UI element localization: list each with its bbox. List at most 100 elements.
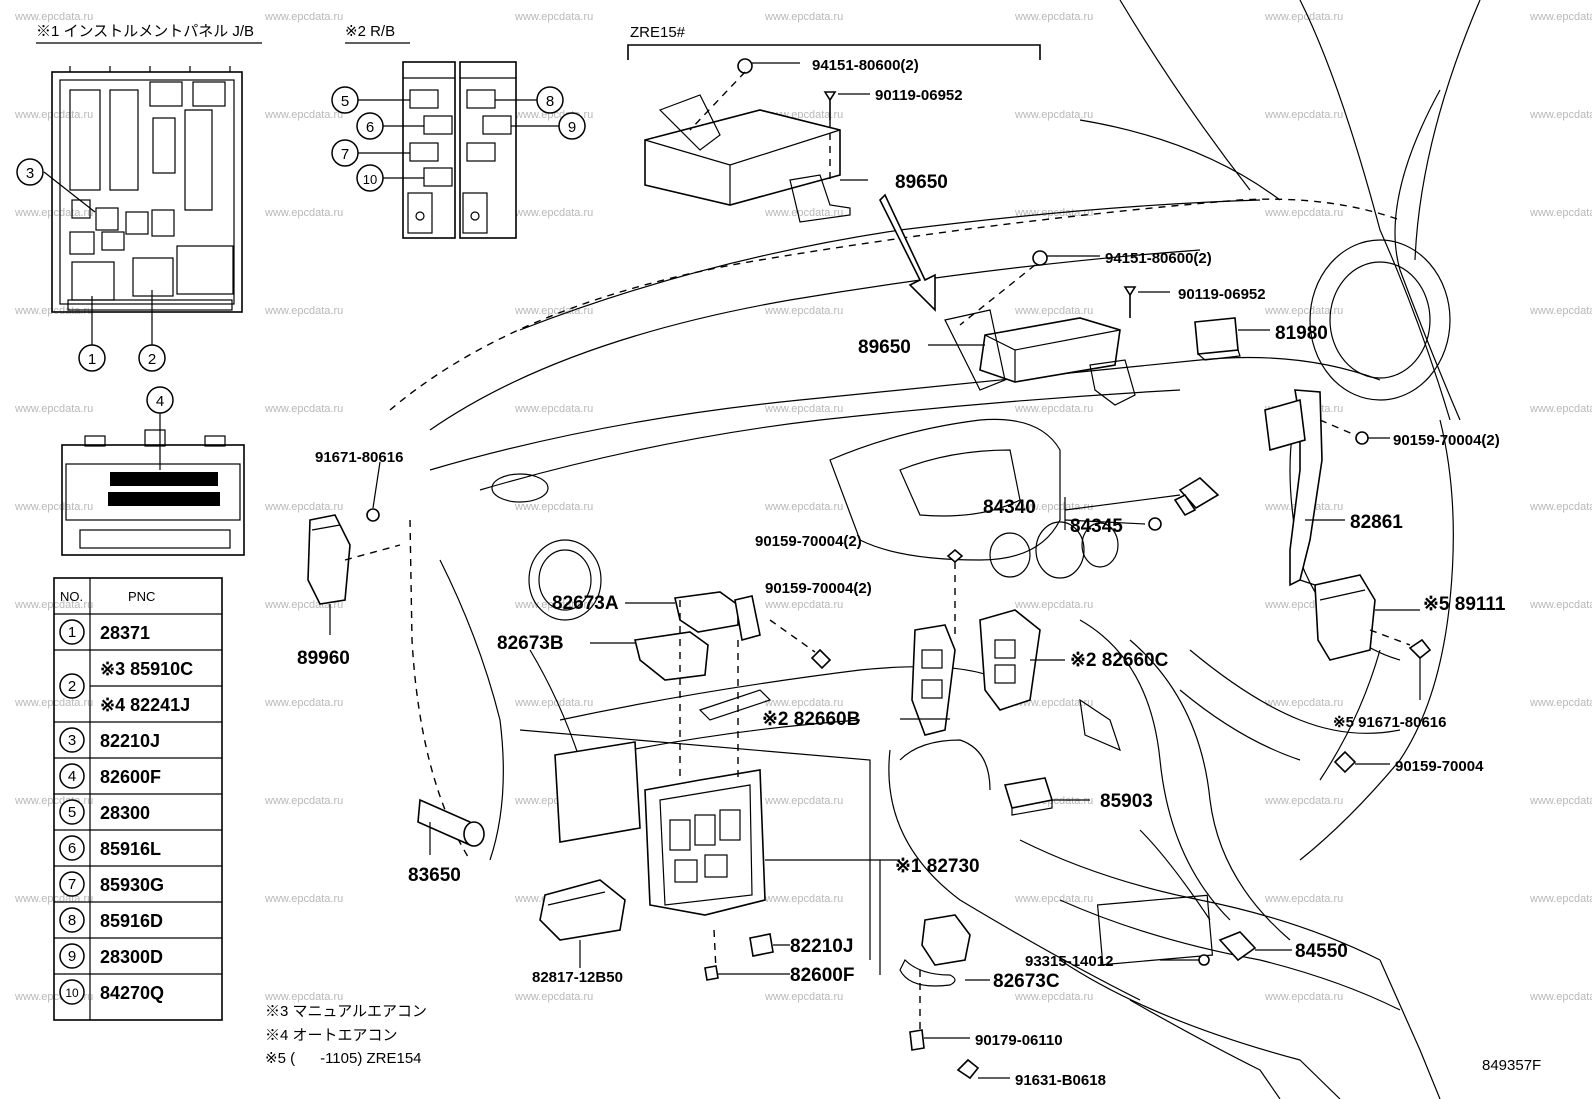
svg-text:8: 8 — [546, 93, 554, 110]
table-row-number-circle — [59, 673, 85, 699]
watermark-text: www.epcdata.ru — [264, 109, 343, 121]
table-row-number: 3 — [68, 732, 76, 749]
table-row-pnc: 85916D — [100, 911, 163, 931]
table-row-number: 9 — [68, 948, 76, 965]
rb-callout-6: 6 — [356, 112, 384, 140]
table-row-pnc: ※3 85910C — [100, 659, 193, 679]
jb-callout-3: 3 — [16, 158, 44, 186]
ecu-89650-upper — [644, 58, 870, 223]
label-91671-80616: 91671-80616 — [315, 449, 403, 466]
label-83650: 83650 — [408, 865, 461, 886]
table-row-number-circle — [59, 763, 85, 789]
label-82210j: 82210J — [790, 936, 853, 957]
watermark-text: www.epcdata.ru — [514, 501, 593, 513]
label-82673a: 82673A — [552, 593, 619, 614]
watermark-text: www.epcdata.ru — [764, 207, 843, 219]
watermark-text: www.epcdata.ru — [264, 795, 343, 807]
label-82600f: 82600F — [790, 965, 854, 986]
label-91671-80616-right: ※5 91671-80616 — [1333, 714, 1447, 731]
label-82730: ※1 82730 — [895, 856, 980, 877]
cigarette-lighter-83650 — [417, 798, 485, 855]
table-row-number: 7 — [68, 876, 76, 893]
watermark-text: www.epcdata.ru — [764, 501, 843, 513]
watermark-text: www.epcdata.ru — [764, 893, 843, 905]
relay-block-inset — [355, 61, 560, 239]
bolt-90159-lower — [1333, 750, 1390, 774]
note-manual-ac: ※3 マニュアルエアコン — [265, 1003, 427, 1020]
table-row-pnc: 28300D — [100, 947, 163, 967]
watermark-text: www.epcdata.ru — [1014, 893, 1093, 905]
table-row-pnc: ※4 82241J — [100, 695, 190, 715]
junction-block-inset — [43, 66, 243, 346]
label-82817-12b50: 82817-12B50 — [532, 969, 623, 986]
watermark-text: www.epcdata.ru — [264, 11, 343, 23]
svg-text:7: 7 — [341, 146, 349, 163]
watermark-text: www.epcdata.ru — [764, 697, 843, 709]
watermark-text: www.epcdata.ru — [514, 11, 593, 23]
table-row-number: 6 — [68, 840, 76, 857]
watermark-text: www.epcdata.ru — [1014, 109, 1093, 121]
svg-text:10: 10 — [363, 172, 377, 187]
rb-callout-8: 8 — [536, 86, 564, 114]
watermark-text: www.epcdata.ru — [1529, 305, 1592, 317]
watermark-text: www.epcdata.ru — [264, 207, 343, 219]
watermark-text: www.epcdata.ru — [1529, 501, 1592, 513]
watermark-text: www.epcdata.ru — [264, 893, 343, 905]
watermark-text: www.epcdata.ru — [514, 207, 593, 219]
table-row-number: 2 — [68, 678, 76, 695]
rb-callout-7: 7 — [331, 139, 359, 167]
label-89650-lower: 89650 — [858, 337, 911, 358]
watermark-text: www.epcdata.ru — [764, 403, 843, 415]
zre-bracket — [627, 44, 1041, 60]
table-row-number-circle — [59, 619, 85, 645]
watermark-text: www.epcdata.ru — [264, 991, 343, 1003]
bracket-82817-12b50 — [539, 879, 626, 968]
label-82660b: ※2 82660B — [762, 709, 860, 730]
watermark-text: www.epcdata.ru — [1014, 697, 1093, 709]
table-row-pnc: 85930G — [100, 875, 164, 895]
table-row-number-circle — [59, 979, 85, 1005]
table-row-number-circle — [59, 799, 85, 825]
watermark-text: www.epcdata.ru — [1529, 599, 1592, 611]
jb-callout-1: 1 — [78, 344, 106, 372]
watermark-text: www.epcdata.ru — [1014, 403, 1093, 415]
table-row-number-circle — [59, 871, 85, 897]
watermark-text: www.epcdata.ru — [1264, 109, 1343, 121]
table-row-number: 4 — [68, 768, 76, 785]
label-82673c: 82673C — [993, 971, 1060, 992]
watermark-text: www.epcdata.ru — [1014, 991, 1093, 1003]
svg-text:9: 9 — [568, 119, 576, 136]
watermark-layer: www.epcdata.ru www.epcdata.ru www.epcdata.… — [14, 11, 1592, 1003]
ecu-89650-lower — [928, 250, 1170, 406]
watermark-text: www.epcdata.ru — [14, 109, 93, 121]
watermark-text: www.epcdata.ru — [514, 697, 593, 709]
watermark-text: www.epcdata.ru — [514, 403, 593, 415]
jb-callout-4: 4 — [146, 386, 174, 414]
watermark-text: www.epcdata.ru — [264, 501, 343, 513]
watermark-text: www.epcdata.ru — [1529, 207, 1592, 219]
watermark-text: www.epcdata.ru — [264, 697, 343, 709]
switch-84550 — [1160, 931, 1292, 966]
label-91631-b0618: 91631-B0618 — [1015, 1072, 1106, 1089]
bracket-82660c — [979, 609, 1065, 711]
table-header-pnc: PNC — [128, 589, 155, 604]
watermark-text: www.epcdata.ru — [1264, 11, 1343, 23]
rb-callout-9: 9 — [558, 112, 586, 140]
watermark-text: www.epcdata.ru — [1014, 501, 1093, 513]
label-82861: 82861 — [1350, 512, 1403, 533]
svg-text:3: 3 — [26, 165, 34, 182]
table-row-pnc: 82600F — [100, 767, 161, 787]
bolt-91631 — [956, 1058, 1010, 1080]
watermark-text: www.epcdata.ru — [1529, 991, 1592, 1003]
watermark-text: www.epcdata.ru — [1014, 305, 1093, 317]
label-89111: ※5 89111 — [1423, 594, 1506, 615]
label-90159-70004-mid: 90159-70004(2) — [755, 533, 862, 550]
drawing-number: 849357F — [1482, 1057, 1541, 1074]
jb-callout-2: 2 — [138, 344, 166, 372]
table-row-pnc: 28300 — [100, 803, 150, 823]
svg-text:1: 1 — [88, 351, 96, 368]
table-row-number: 10 — [65, 986, 79, 1000]
watermark-text: www.epcdata.ru — [1529, 893, 1592, 905]
bracket-82861 — [1264, 389, 1390, 591]
watermark-text: www.epcdata.ru — [14, 305, 93, 317]
